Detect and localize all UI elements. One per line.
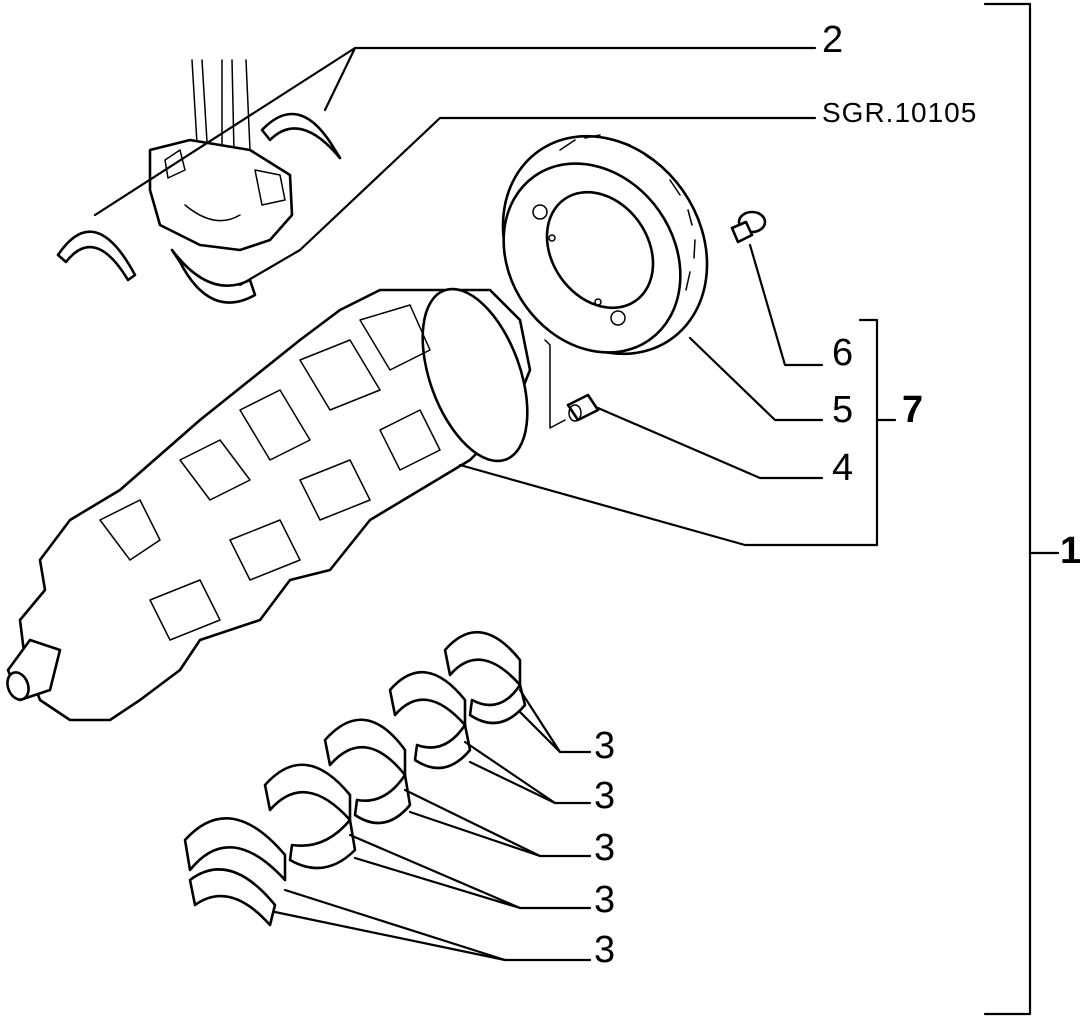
callout-3: 3 — [594, 775, 615, 817]
drawing-code: SGR.10105 — [822, 97, 977, 128]
main-bearing-shell — [183, 817, 287, 927]
callout-labels: 2 SGR.10105 6 5 7 4 1 3 3 3 3 3 — [594, 19, 1080, 971]
tone-wheel — [501, 134, 709, 356]
leader-lines — [93, 46, 897, 962]
crankshaft — [6, 287, 532, 722]
main-bearing-shells — [183, 630, 527, 927]
dowel-pin — [544, 339, 600, 429]
callout-3: 3 — [594, 879, 615, 921]
connecting-rod — [148, 59, 294, 304]
flywheel-screw — [730, 210, 767, 244]
callout-3: 3 — [594, 929, 615, 971]
callout-6: 6 — [832, 332, 853, 374]
callout-1: 1 — [1060, 530, 1080, 572]
callout-5: 5 — [832, 389, 853, 431]
callout-3: 3 — [594, 725, 615, 767]
main-bearing-shell — [263, 763, 357, 870]
callout-4: 4 — [832, 447, 853, 489]
callout-2: 2 — [822, 19, 843, 61]
bearing-shell-upper — [260, 112, 342, 160]
callout-7: 7 — [902, 389, 923, 431]
assembly-bracket — [983, 2, 1060, 1016]
main-bearing-shell — [443, 630, 527, 725]
callout-3: 3 — [594, 827, 615, 869]
bearing-shell-lower — [56, 230, 137, 282]
main-bearing-shell — [388, 670, 472, 770]
